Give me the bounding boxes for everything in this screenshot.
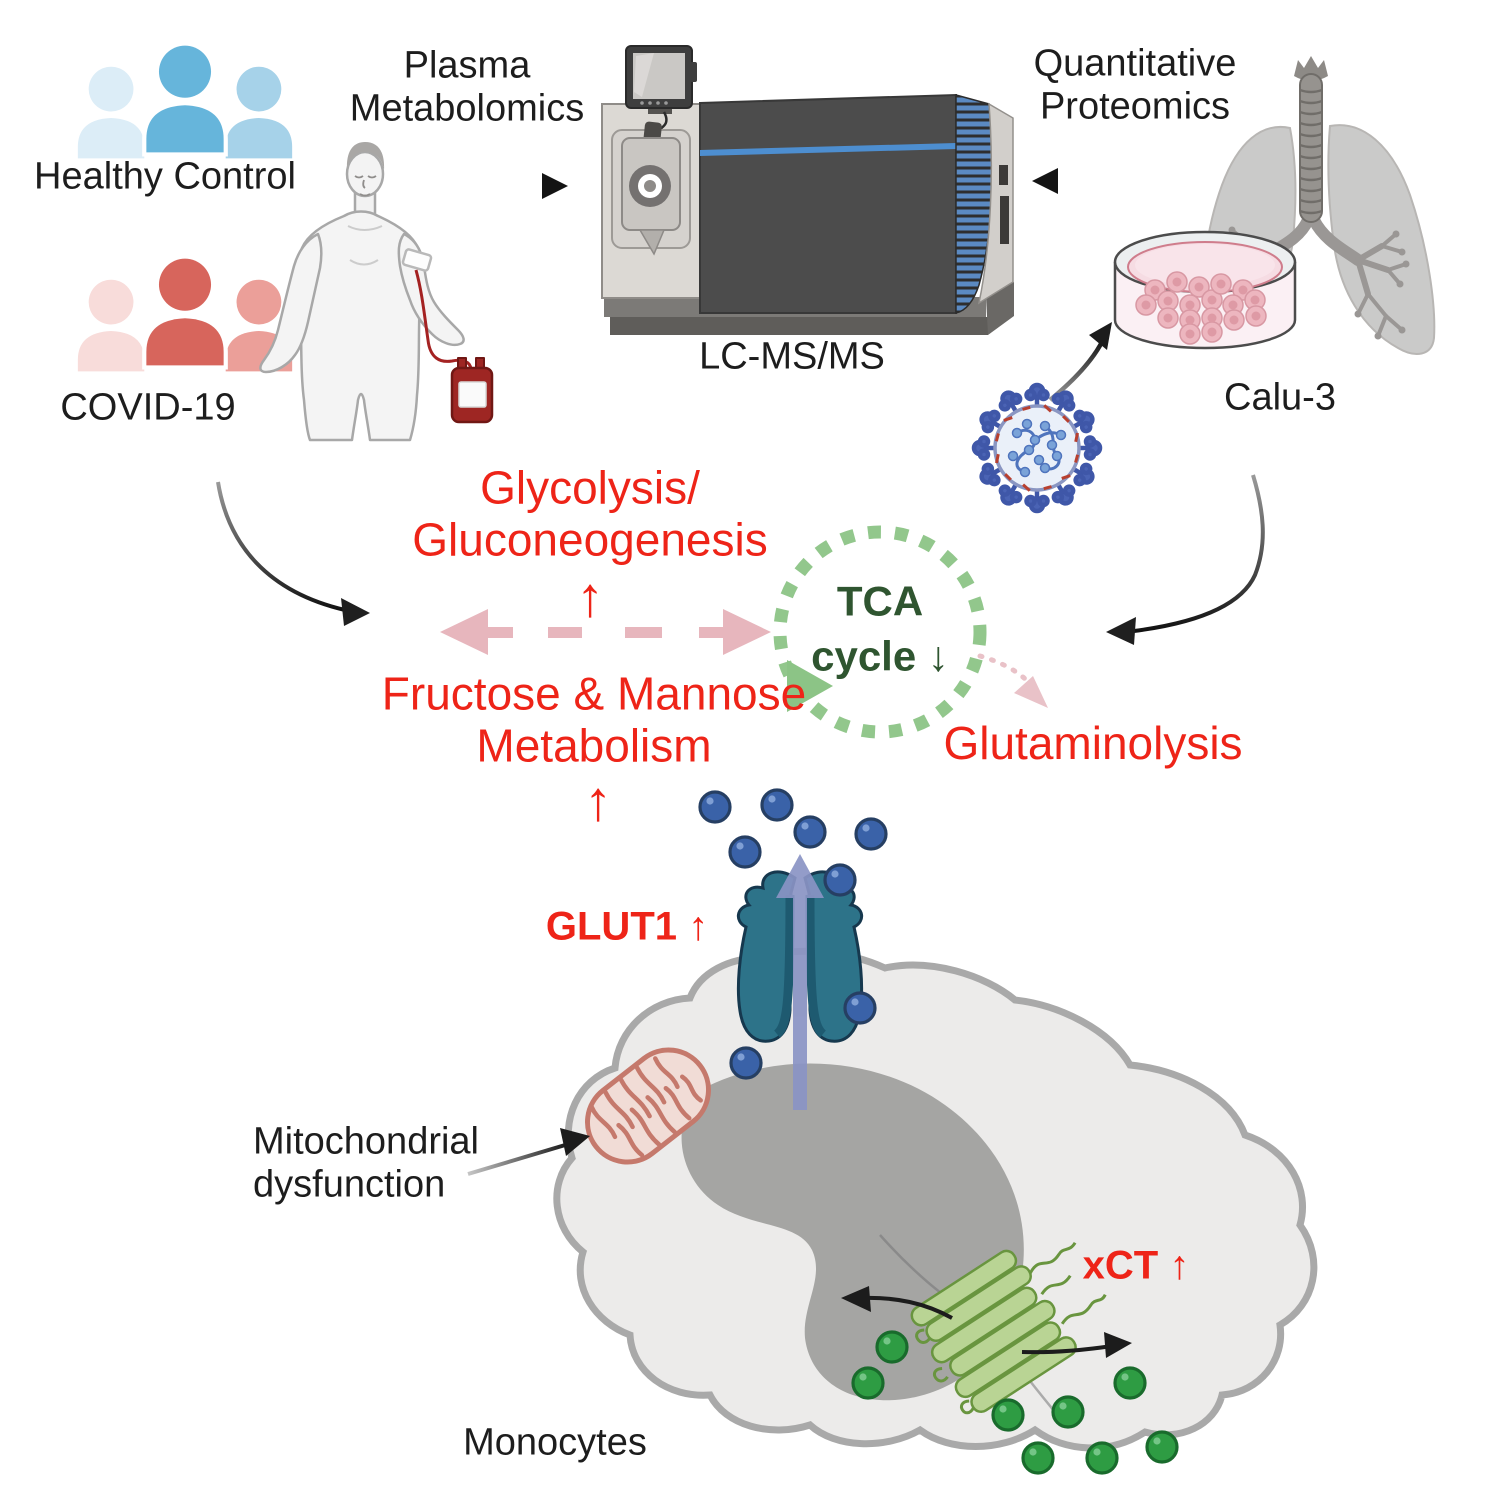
fructose-line2: Metabolism <box>476 719 712 771</box>
xct-label: xCT ↑ <box>1082 1243 1190 1288</box>
coronavirus-icon <box>974 382 1100 511</box>
monitor-icon <box>625 45 697 114</box>
fructose-mannose-label: Fructose & Mannose Metabolism <box>382 668 806 771</box>
glucose-uptake-arrow <box>776 854 824 1110</box>
glycolysis-line2: Gluconeogenesis <box>412 513 768 565</box>
tca-input-arrowhead <box>787 660 833 712</box>
proteomics-arrow <box>1032 168 1150 194</box>
tca-cycle-dashed-circle-icon <box>773 525 987 739</box>
lcms-label: LC-MS/MS <box>699 335 885 378</box>
healthy-control-label: Healthy Control <box>34 155 296 198</box>
fructose-up-arrow: ↑ <box>584 769 612 832</box>
xct-export-arrows <box>841 1286 1132 1358</box>
fructose-line1: Fructose & Mannose <box>381 667 807 720</box>
healthy-people-group-icon <box>77 46 293 159</box>
plasma-line1: Plasma <box>403 44 531 87</box>
plasma-line2: Metabolomics <box>349 87 585 129</box>
cell-colonies <box>1135 271 1267 345</box>
blood-bag-icon <box>450 357 494 424</box>
covid19-label: COVID-19 <box>60 386 236 429</box>
xct-transporter-icon <box>910 1241 1107 1415</box>
plasma-metabolomics-label: Plasma Metabolomics <box>350 44 584 129</box>
glutaminolysis-label: Glutaminolysis <box>943 717 1243 770</box>
human-body-icon <box>259 142 494 442</box>
mito-line2: dysfunction <box>253 1163 446 1205</box>
calu3-to-pathways-arrow <box>1106 474 1265 645</box>
glycolysis-line1: Glycolysis/ <box>480 461 700 514</box>
mitochondrial-dysfunction-label: Mitochondrial dysfunction <box>253 1120 479 1205</box>
ion-source-icon <box>611 111 691 256</box>
pink-dashed-double-arrow <box>440 609 771 655</box>
proteomics-line2: Proteomics <box>1039 85 1231 127</box>
covid-to-pathways-arrow <box>216 481 370 626</box>
calu3-label: Calu-3 <box>1224 376 1336 419</box>
metabolomics-arrow <box>438 173 568 199</box>
quantitative-proteomics-label: Quantitative Proteomics <box>1034 42 1237 127</box>
lcms-instrument-icon <box>601 45 1014 335</box>
tca-to-glutaminolysis-arrow <box>977 653 1048 708</box>
glut1-label: GLUT1 ↑ <box>545 904 709 949</box>
mito-line1: Mitochondrial <box>253 1120 479 1163</box>
monocytes-label: Monocytes <box>463 1421 647 1464</box>
glycolysis-up-arrow: ↑ <box>576 565 604 628</box>
mitochondrion-icon <box>585 1047 711 1165</box>
petri-dish-icon <box>1113 230 1297 350</box>
tca-line2: cycle ↓ <box>811 632 949 679</box>
tca-line1: TCA <box>836 577 924 625</box>
glycolysis-label: Glycolysis/ Gluconeogenesis <box>412 462 767 565</box>
virus-to-dish-arrow <box>1048 322 1112 402</box>
mito-dysfunction-arrow <box>467 1128 590 1176</box>
proteomics-line1: Quantitative <box>1033 42 1237 85</box>
tca-cycle-label: TCA cycle ↓ <box>811 574 949 683</box>
covid-people-group-icon <box>77 259 293 372</box>
